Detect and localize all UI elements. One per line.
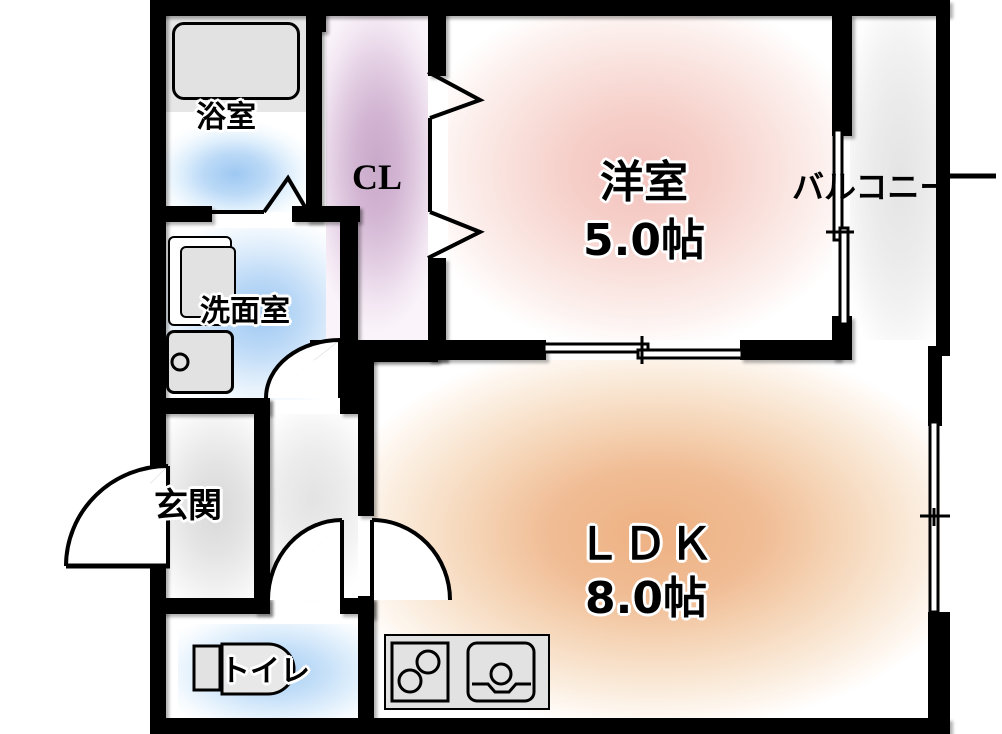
balcony-sliding-window[interactable] (822, 128, 858, 328)
wall-ldk-top-stub (358, 346, 438, 362)
wall-bedroom-balcony-top (832, 14, 852, 136)
wall-ldk-left-lower (358, 596, 374, 618)
stove-cooktop (390, 641, 450, 703)
bedroom-floor (448, 14, 832, 340)
room-label-washroom: 洗面室 (200, 294, 290, 329)
wall-left (150, 0, 166, 734)
bathtub (172, 22, 300, 100)
toilet-fixture (192, 642, 296, 696)
wall-hall-bottom (150, 598, 270, 614)
entrance-floor (164, 414, 268, 604)
kitchen-sink (466, 641, 536, 703)
wall-ldk-left-upper (358, 346, 374, 516)
room-label-bath: 浴室 (196, 100, 256, 135)
vanity-drain-icon (170, 352, 190, 372)
wall-bedroom-ldk-left (428, 340, 546, 360)
wall-bedroom-balcony-bottom (832, 316, 852, 360)
ldk-door[interactable] (366, 516, 458, 610)
ldk-window (920, 420, 950, 614)
wall-closet-left (310, 0, 326, 32)
wall-right-ldk-upper (928, 346, 942, 426)
room-label-toilet: トイレ (220, 654, 310, 689)
bathroom-folding-door[interactable] (196, 172, 320, 218)
bathroom-floor (164, 112, 306, 212)
toilet-door[interactable] (266, 516, 350, 610)
wall-washroom-bottom (150, 398, 270, 414)
room-label-genkan: 玄関 (154, 486, 222, 526)
wall-top (150, 0, 950, 16)
room-label-bedroom-area: 5.0帖 (583, 215, 705, 266)
bedroom-ldk-sliding-door[interactable] (542, 334, 746, 366)
room-label-bedroom-name: 洋室 (600, 157, 688, 208)
vanity-sink (166, 330, 234, 394)
washing-machine-pan-inner (180, 246, 236, 318)
wall-bath-right (306, 0, 322, 222)
wall-bottom (150, 718, 950, 734)
balcony-floor (850, 14, 950, 340)
closet-folding-door[interactable] (424, 66, 492, 266)
wall-genkan-jog (340, 398, 358, 414)
wall-toilet-right (358, 598, 374, 734)
balcony-rail-line (940, 173, 996, 179)
room-label-ldk-name: ＬＤＫ (577, 520, 715, 569)
washroom-door[interactable] (262, 336, 350, 406)
entrance-door[interactable] (58, 462, 176, 574)
room-label-ldk-area: 8.0帖 (585, 573, 707, 624)
room-label-closet: CL (352, 157, 403, 197)
room-label-balcony: バルコニー (792, 168, 952, 206)
wall-hall-left (254, 398, 270, 614)
wall-bedroom-ldk-right (740, 340, 840, 360)
wall-right-ldk-lower (928, 612, 950, 734)
wall-closet-bedroom-lower (428, 258, 446, 360)
wall-closet-bedroom-upper (428, 0, 446, 76)
